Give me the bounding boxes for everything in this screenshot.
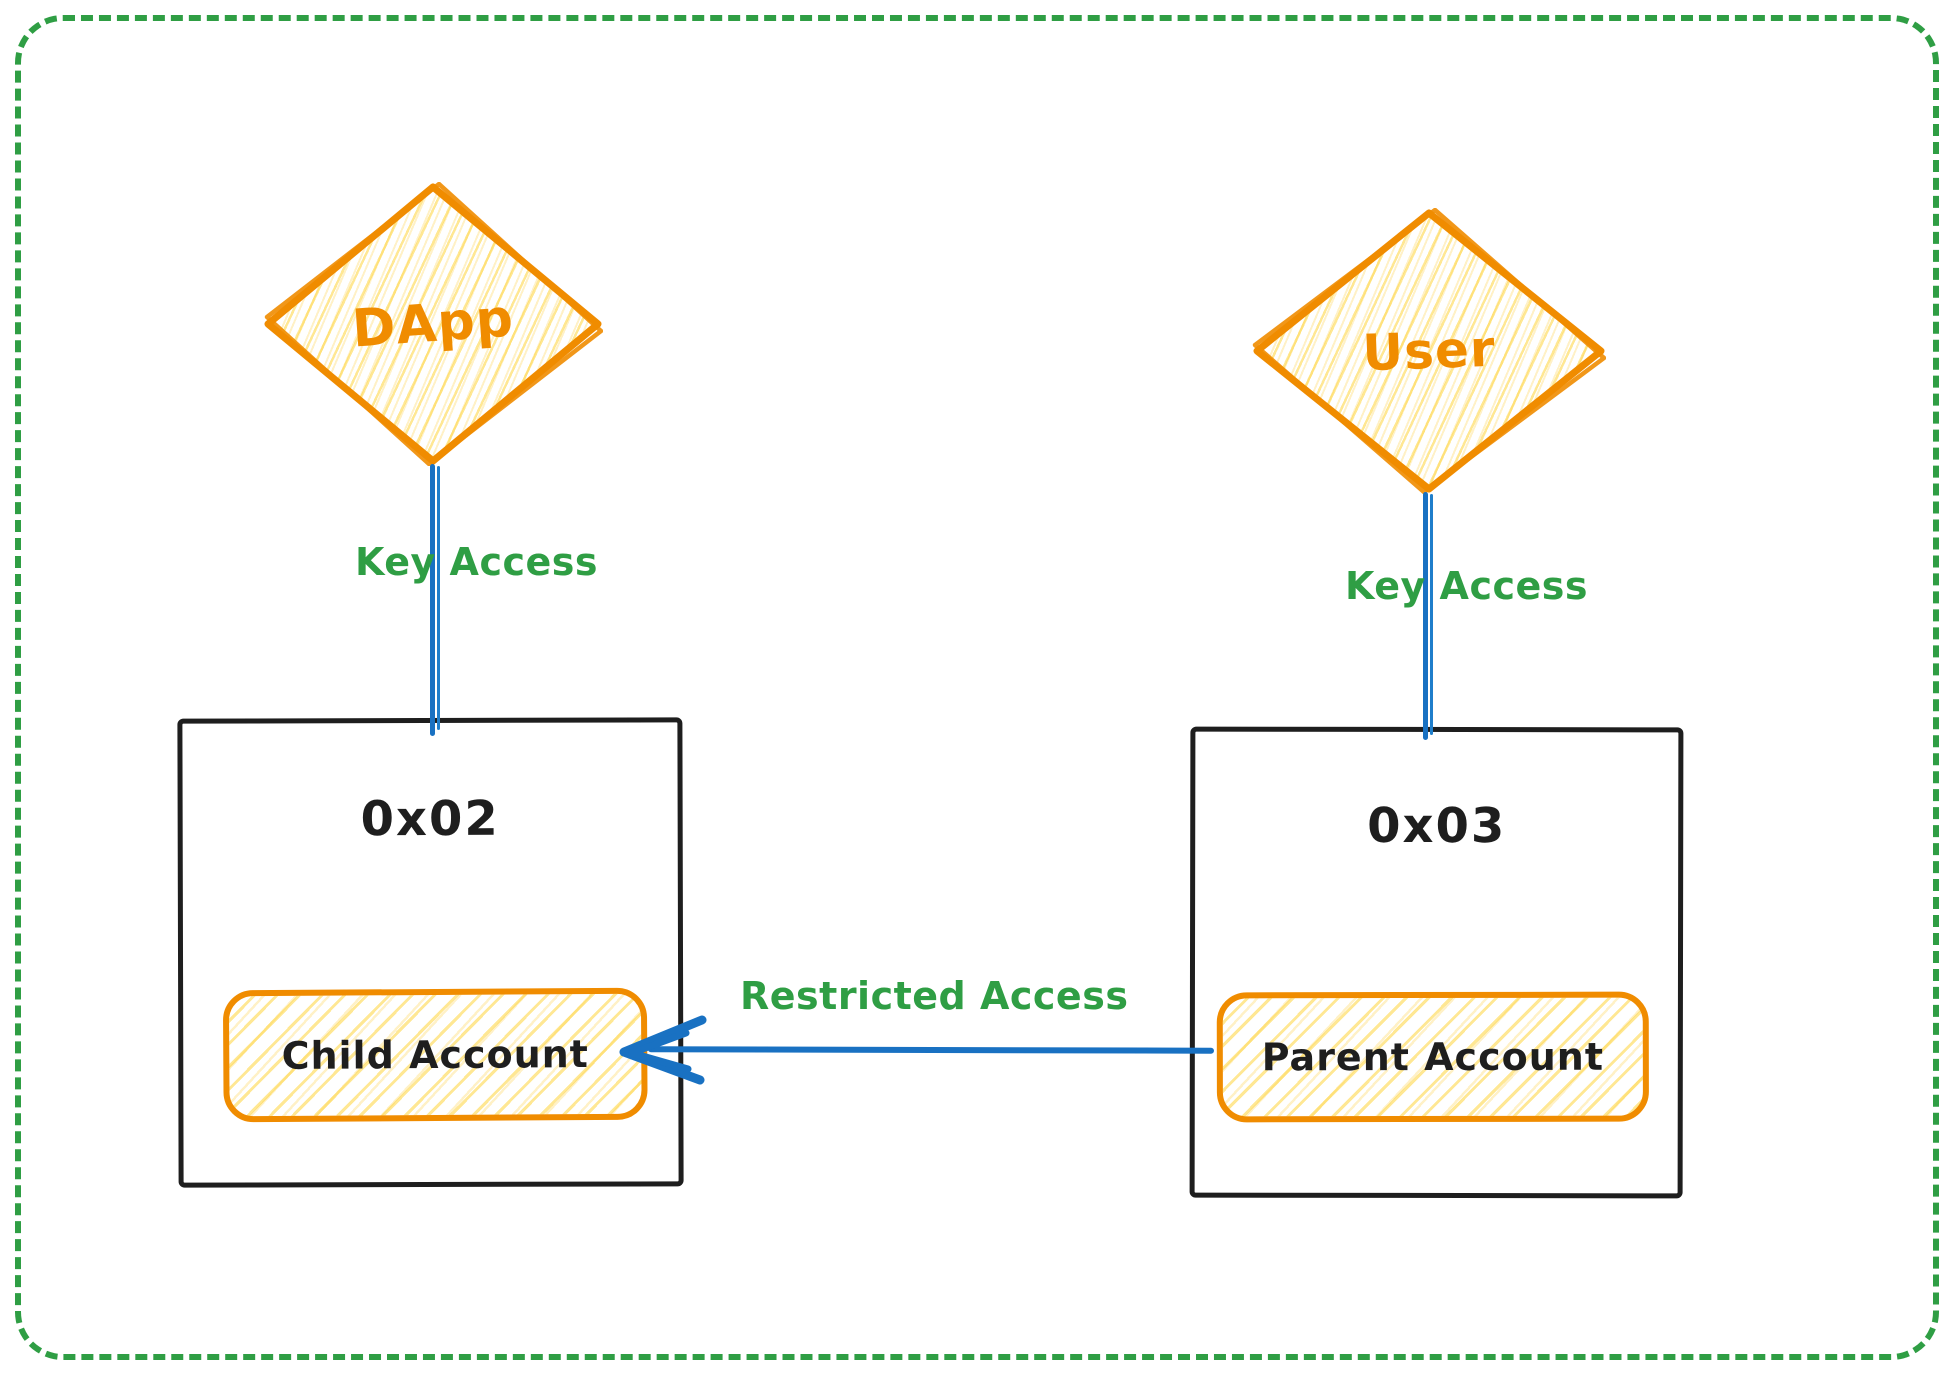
user-connector-line (1423, 492, 1434, 740)
key-access-label-right: Key Access (1345, 564, 1589, 608)
dapp-diamond-outline (264, 182, 603, 466)
key-access-label-left: Key Access (355, 540, 599, 584)
arrow-head-icon (619, 1015, 707, 1085)
account-box-0x03: 0x03 Parent Account (1189, 726, 1684, 1199)
child-account-label: Child Account (281, 1032, 590, 1078)
restricted-access-label: Restricted Access (740, 974, 1129, 1018)
dapp-connector-line (430, 464, 441, 736)
parent-account-chip: Parent Account (1216, 991, 1649, 1123)
dapp-label: DApp (350, 288, 516, 360)
child-account-chip: Child Account (222, 987, 648, 1123)
user-diamond: User (1252, 208, 1606, 494)
user-label: User (1361, 319, 1497, 383)
outer-dashed-border (15, 15, 1939, 1360)
parent-account-label: Parent Account (1261, 1034, 1605, 1080)
dapp-diamond: DApp (263, 182, 603, 466)
account-address-0x03: 0x03 (1367, 797, 1507, 855)
account-address-0x02: 0x02 (360, 790, 500, 848)
account-box-0x02: 0x02 Child Account (177, 717, 684, 1188)
